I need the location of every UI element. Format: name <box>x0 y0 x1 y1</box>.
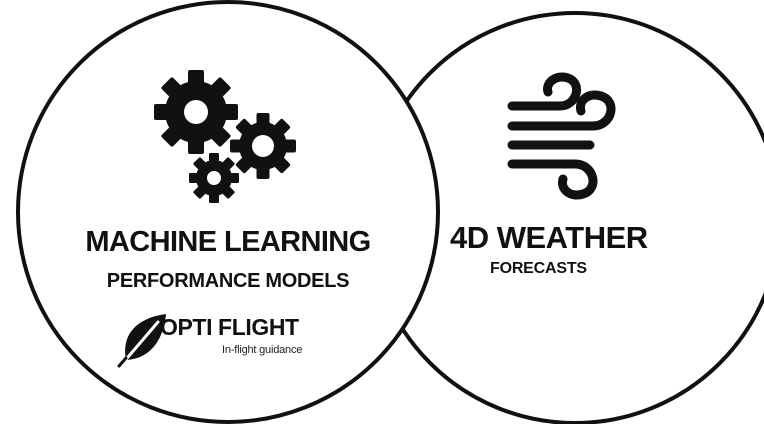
weather-subtitle: FORECASTS <box>490 260 587 277</box>
wind-icon <box>507 72 616 200</box>
gears-icon <box>154 70 296 203</box>
weather-title: 4D WEATHER <box>450 220 648 255</box>
opti-flight-logo-name: OPTI FLIGHT <box>160 314 299 340</box>
ml-circle <box>16 0 440 424</box>
leaf-icon <box>117 314 166 368</box>
opti-flight-tagline: In-flight guidance <box>222 344 303 356</box>
ml-title: MACHINE LEARNING <box>85 226 371 258</box>
ml-subtitle: PERFORMANCE MODELS <box>106 270 350 292</box>
